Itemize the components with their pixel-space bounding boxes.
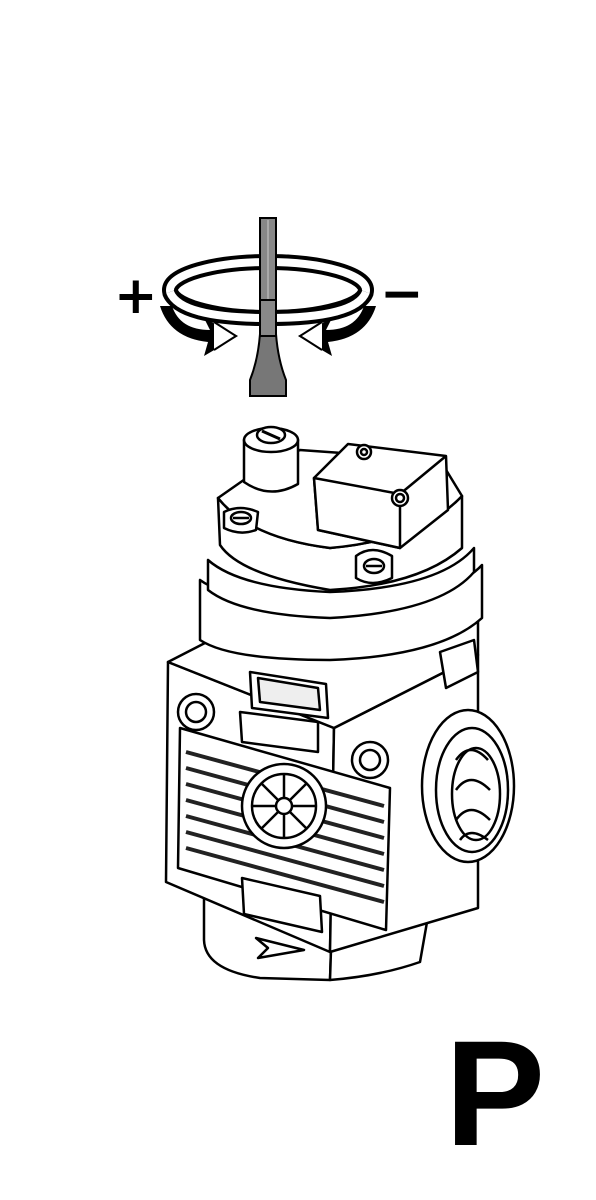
increase-symbol: + [114, 266, 158, 326]
grille-knob [240, 762, 328, 850]
pressure-regulator-illustration [164, 425, 516, 982]
corner-letter-label: P [445, 1009, 546, 1177]
screwdriver-icon [249, 217, 287, 397]
decrease-symbol: − [380, 264, 424, 324]
